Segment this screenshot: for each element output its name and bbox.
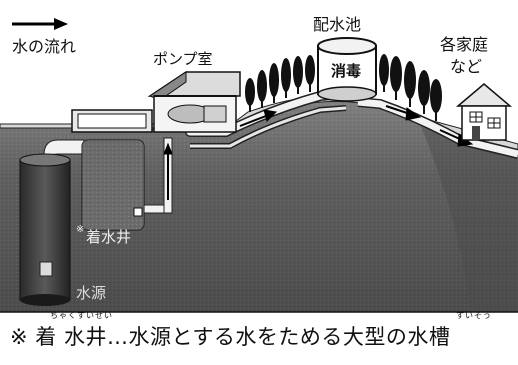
caption-ruby-tank: すいそう [456,311,492,320]
homes-label-line1: 各家庭 [440,35,488,54]
trees [245,54,442,121]
settling-well-tank [71,109,153,231]
flow-arrow [12,18,68,30]
homes-label-line2: など [450,57,482,76]
flow-label: 水の流れ [12,37,76,56]
well-label-prefix: ※ [76,224,84,235]
house [455,83,513,141]
well-label: 着水井 [86,228,131,246]
water-source-well [19,153,71,306]
caption: ちゃくすいせい すいそう ※ 着 水井…水源とする水をためる大型の水槽 [10,310,510,358]
pump-room [147,71,241,133]
reservoir-label: 配水池 [313,15,361,34]
distribution-reservoir [317,37,377,102]
caption-text: ※ 着 水井…水源とする水をためる大型の水槽 [10,325,451,349]
hill-shadow [420,124,518,312]
disinfection-label: 消毒 [331,62,361,80]
source-label: 水源 [76,284,106,302]
pump-room-label: ポンプ室 [153,50,213,68]
caption-ruby-well: ちゃくすいせい [50,311,113,320]
